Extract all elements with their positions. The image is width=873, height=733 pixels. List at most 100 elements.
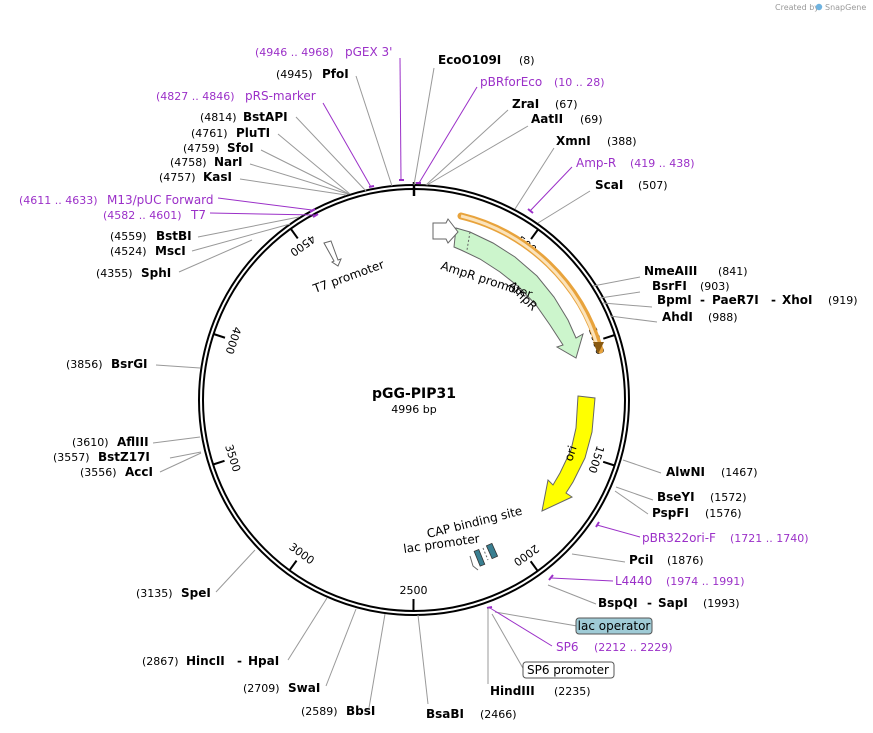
primer-pgex3[interactable]: (4946 .. 4968) pGEX 3' bbox=[255, 45, 392, 59]
site-sphi[interactable]: (4355) SphI bbox=[96, 266, 171, 280]
site-name: BspQI bbox=[598, 596, 638, 610]
site-separator: - bbox=[700, 293, 705, 307]
ampr-dash-divider bbox=[466, 231, 471, 251]
primer-pbr322ori-f[interactable]: pBR322ori-F (1721 .. 1740) bbox=[642, 531, 809, 545]
leader-bstapi bbox=[295, 116, 367, 192]
site-xmni[interactable]: XmnI (388) bbox=[556, 134, 637, 148]
site-hincii[interactable]: (2867) HincII - HpaI bbox=[142, 654, 279, 668]
site-pfoi[interactable]: (4945) PfoI bbox=[276, 67, 349, 81]
tick-mark bbox=[213, 333, 226, 339]
leader-spei bbox=[215, 549, 256, 593]
site-aatii[interactable]: AatII (69) bbox=[531, 112, 603, 126]
primer-range: (4946 .. 4968) bbox=[255, 46, 334, 59]
t7-promoter-label: T7 promoter bbox=[310, 257, 386, 296]
site-ahdi[interactable]: AhdI (988) bbox=[662, 310, 738, 324]
site-pos: (1467) bbox=[721, 466, 758, 479]
site-pos: (2235) bbox=[554, 685, 591, 698]
lac-operator-tag: lac operator bbox=[494, 611, 653, 635]
site-bstapi[interactable]: (4814) BstAPI bbox=[200, 110, 288, 124]
site-pos: (507) bbox=[638, 179, 668, 192]
leader-pbrforeco bbox=[418, 86, 478, 184]
site-swai[interactable]: (2709) SwaI bbox=[243, 681, 320, 695]
ampr-outline-arrow-icon bbox=[593, 342, 604, 354]
site-bsrfi[interactable]: BsrFI (903) bbox=[652, 279, 730, 293]
site-kasi[interactable]: (4757) KasI bbox=[159, 170, 232, 184]
primer-t7[interactable]: (4582 .. 4601) T7 bbox=[103, 208, 206, 222]
site-bpmi[interactable]: BpmI - PaeR7I - XhoI (919) bbox=[657, 293, 858, 307]
site-separator: - bbox=[771, 293, 776, 307]
primer-prs-marker[interactable]: (4827 .. 4846) pRS-marker bbox=[156, 89, 316, 103]
site-pos: (841) bbox=[718, 265, 748, 278]
site-name: KasI bbox=[203, 170, 232, 184]
site-pos: (67) bbox=[555, 98, 578, 111]
site-pos: (3610) bbox=[72, 436, 109, 449]
ampr-promoter-arrow bbox=[432, 218, 459, 244]
primer-sp6[interactable]: SP6 (2212 .. 2229) bbox=[556, 640, 673, 654]
sp6-promoter-box bbox=[522, 661, 615, 679]
site-pos: (4761) bbox=[191, 127, 228, 140]
lac-operator-box bbox=[485, 542, 499, 560]
site-leaders bbox=[152, 67, 662, 709]
primer-m13-forward[interactable]: (4611 .. 4633) M13/pUC Forward bbox=[19, 193, 214, 207]
site-ecoo109i[interactable]: EcoO109I (8) bbox=[438, 53, 535, 67]
leader-bpmi bbox=[602, 302, 653, 308]
sp6-primer-mark bbox=[486, 606, 493, 609]
credit-brand: SnapGene bbox=[825, 3, 866, 12]
site-bbsi[interactable]: (2589) BbsI bbox=[301, 704, 375, 718]
site-pos: (1876) bbox=[667, 554, 704, 567]
site-bsabi[interactable]: BsaBI (2466) bbox=[426, 707, 517, 721]
leader-ecoo109i bbox=[413, 67, 435, 186]
site-sfoi[interactable]: (4759) SfoI bbox=[183, 141, 254, 155]
leader-xmni bbox=[514, 147, 555, 210]
site-pos: (3556) bbox=[80, 466, 117, 479]
primer-name: pGEX 3' bbox=[345, 45, 392, 59]
leader-pbr322ori bbox=[596, 524, 641, 538]
site-pos: (2867) bbox=[142, 655, 179, 668]
site-name: ScaI bbox=[595, 178, 623, 192]
tick-mark bbox=[530, 228, 539, 240]
site-pspfi[interactable]: PspFI (1576) bbox=[652, 506, 742, 520]
site-scai[interactable]: ScaI (507) bbox=[595, 178, 668, 192]
site-zrai[interactable]: ZraI (67) bbox=[512, 97, 578, 111]
site-pos: (3557) bbox=[53, 451, 90, 464]
site-pluti[interactable]: (4761) PluTI bbox=[191, 126, 270, 140]
site-name: PspFI bbox=[652, 506, 689, 520]
site-pos: (1576) bbox=[705, 507, 742, 520]
primer-l4440[interactable]: L4440 (1974 .. 1991) bbox=[615, 574, 745, 588]
site-pos: (4758) bbox=[170, 156, 207, 169]
sp6-promoter-leader bbox=[491, 613, 525, 671]
site-afliii[interactable]: (3610) AflIII bbox=[72, 435, 149, 449]
site-nmeaiii[interactable]: NmeAIII (841) bbox=[644, 264, 748, 278]
site-name: BbsI bbox=[346, 704, 375, 718]
site-bspqi[interactable]: BspQI - SapI (1993) bbox=[598, 596, 740, 610]
site-pcii[interactable]: PciI (1876) bbox=[629, 553, 704, 567]
tick-label: 4000 bbox=[223, 325, 244, 356]
leader-bsrgi bbox=[155, 364, 201, 369]
site-nari[interactable]: (4758) NarI bbox=[170, 155, 243, 169]
primer-labels: (4946 .. 4968) pGEX 3' pBRforEco (10 .. … bbox=[19, 45, 809, 654]
credit-text: Created by bbox=[775, 3, 819, 12]
site-hindiii[interactable]: HindIII (2235) bbox=[490, 684, 591, 698]
site-bseyi[interactable]: BseYI (1572) bbox=[657, 490, 747, 504]
site-bstbi[interactable]: (4559) BstBI bbox=[110, 229, 192, 243]
site-separator: - bbox=[237, 654, 242, 668]
site-separator: - bbox=[647, 596, 652, 610]
lac-operator-label: lac operator bbox=[578, 619, 651, 633]
t7-promoter-arrow bbox=[323, 240, 342, 267]
primer-name: L4440 bbox=[615, 574, 652, 588]
primer-amp-r[interactable]: Amp-R (419 .. 438) bbox=[576, 156, 695, 170]
site-name: PfoI bbox=[322, 67, 349, 81]
leader-bsrfi bbox=[599, 291, 641, 299]
leader-bstz17i bbox=[169, 451, 202, 459]
site-msci[interactable]: (4524) MscI bbox=[110, 244, 186, 258]
site-bsrgi[interactable]: (3856) BsrGI bbox=[66, 357, 148, 371]
site-alwni[interactable]: AlwNI (1467) bbox=[666, 465, 758, 479]
leader-ahdi bbox=[609, 315, 658, 323]
site-acci[interactable]: (3556) AccI bbox=[80, 465, 153, 479]
site-spei[interactable]: (3135) SpeI bbox=[136, 586, 211, 600]
primer-pbrforeco[interactable]: pBRforEco (10 .. 28) bbox=[480, 75, 605, 89]
leader-prs-marker bbox=[322, 102, 372, 188]
site-name: AflIII bbox=[117, 435, 149, 449]
primer-range: (2212 .. 2229) bbox=[594, 641, 673, 654]
site-bstz17i[interactable]: (3557) BstZ17I bbox=[53, 450, 150, 464]
